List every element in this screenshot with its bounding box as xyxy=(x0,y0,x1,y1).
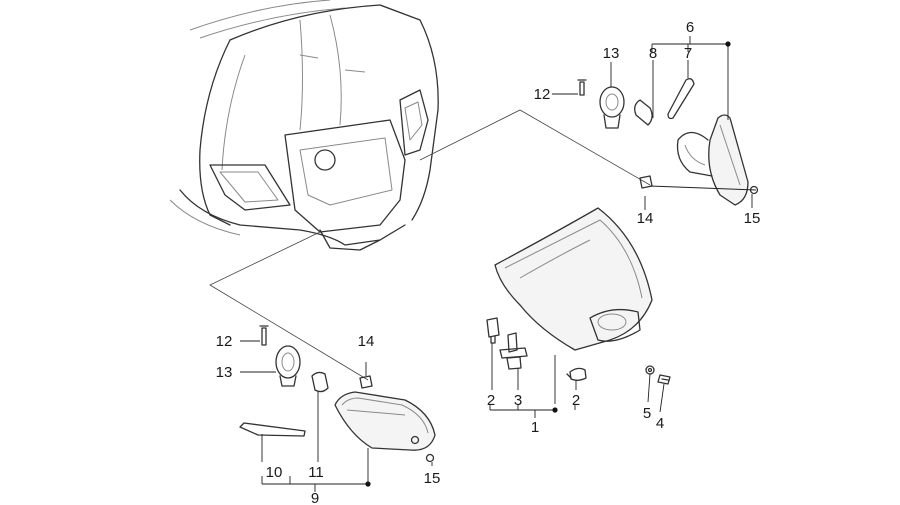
callout-2-left: 2 xyxy=(487,392,495,409)
left-turn-signal xyxy=(239,325,436,463)
headlamp-bulbs xyxy=(486,317,587,381)
callout-3: 3 xyxy=(514,392,522,409)
callout-9: 9 xyxy=(311,490,319,505)
callout-10: 10 xyxy=(266,464,283,481)
callout-15-bottom: 15 xyxy=(424,470,441,487)
front-shield-body xyxy=(169,0,439,251)
callout-11: 11 xyxy=(308,464,324,481)
callout-labels: 6 8 7 13 12 14 15 2 3 2 1 5 4 12 13 14 1… xyxy=(216,19,761,505)
connection-lines xyxy=(209,109,651,381)
right-turn-signal xyxy=(577,78,759,206)
callout-13-top: 13 xyxy=(603,45,620,62)
callout-2-right: 2 xyxy=(572,392,580,409)
callout-6: 6 xyxy=(686,19,694,36)
callout-13-bottom: 13 xyxy=(216,364,233,381)
callout-1: 1 xyxy=(531,419,539,436)
callout-12-bottom: 12 xyxy=(216,333,233,350)
headlamp-cover xyxy=(494,207,653,351)
callout-5: 5 xyxy=(643,405,651,422)
callout-14-top: 14 xyxy=(637,210,654,227)
callout-8: 8 xyxy=(649,45,657,62)
callout-4: 4 xyxy=(656,415,664,432)
leader-lines xyxy=(240,36,757,492)
callout-15-top: 15 xyxy=(744,210,761,227)
callout-14-bottom: 14 xyxy=(358,333,375,350)
callout-12-top: 12 xyxy=(534,86,551,103)
callout-7: 7 xyxy=(684,45,692,62)
